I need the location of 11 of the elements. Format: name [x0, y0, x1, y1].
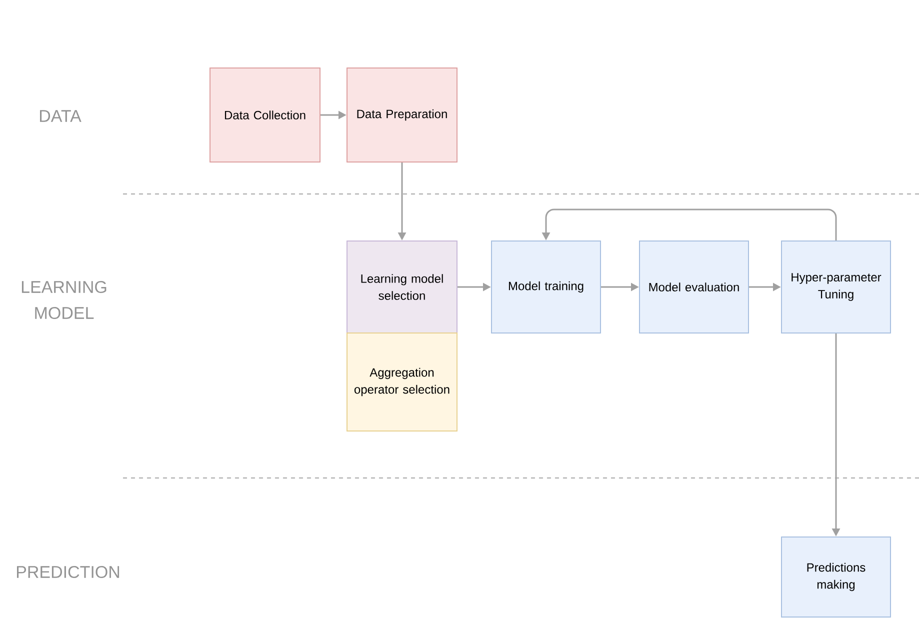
section-label: PREDICTION: [16, 566, 120, 578]
process-box: Learning model selection: [346, 240, 458, 334]
process-box: Predictions making: [781, 536, 891, 618]
process-box: Data Collection: [210, 68, 320, 162]
process-box: Aggregation operator selection: [346, 332, 458, 432]
process-box: Model training: [491, 240, 601, 334]
section-label: DATA: [40, 110, 82, 122]
section-label: LEARNING MODEL: [22, 280, 106, 320]
process-box: Data Preparation: [346, 68, 458, 162]
process-box: Hyper-parameter Tuning: [781, 240, 891, 334]
process-box: Model evaluation: [639, 240, 749, 334]
